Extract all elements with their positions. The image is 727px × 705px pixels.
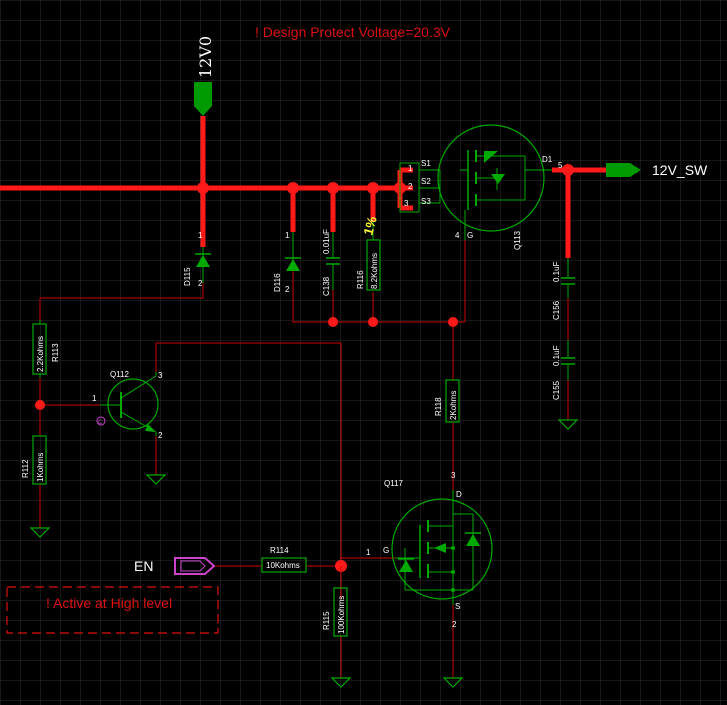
port-12v0[interactable]: 12V0: [194, 36, 215, 124]
q113-pin-s1: S1: [421, 159, 431, 168]
q112-pin-3: 3: [158, 371, 163, 380]
ground-symbol: [145, 474, 167, 485]
active-level-note: ! Active at High level: [46, 595, 172, 611]
d116-ref: D116: [273, 273, 282, 292]
q117-pin-3: 3: [451, 471, 456, 480]
q112-ref: Q112: [110, 370, 130, 379]
r118-value: 2Kohms: [449, 391, 458, 420]
q113-pin-g: G: [467, 231, 473, 240]
q117-ref: Q117: [384, 479, 404, 488]
q113-pin-s2: S2: [421, 177, 431, 186]
resistor-r113[interactable]: 2.2Kohms R113: [32, 320, 60, 378]
r116-value: 8.2Kohms: [370, 253, 379, 289]
q113-pin-d1: D1: [542, 155, 553, 164]
ground-symbol: [557, 419, 579, 430]
q117-pin-s: S: [455, 602, 460, 611]
q112-pin-1: 1: [92, 394, 97, 403]
q112-marker: C: [98, 420, 103, 426]
q112-pin-2: 2: [158, 431, 163, 440]
mosfet-q117[interactable]: Q117 3 D G 1 S 2: [366, 471, 493, 629]
d115-pin1: 1: [198, 231, 203, 240]
resistor-r114[interactable]: 10Kohms R114: [261, 546, 307, 573]
r114-ref: R114: [270, 546, 289, 555]
q113-ref: Q113: [513, 230, 522, 250]
port-en[interactable]: EN: [134, 557, 216, 575]
c155-ref: C155: [552, 380, 561, 400]
r115-value: 100Kohms: [337, 596, 346, 634]
c156-value: 0.1uF: [552, 261, 561, 282]
r113-value: 2.2Kohms: [36, 336, 45, 372]
diode-d115[interactable]: 1 2 D115: [183, 231, 211, 288]
c156-ref: C156: [552, 300, 561, 320]
protect-voltage-note: ! Design Protect Voltage=20.3V: [255, 24, 451, 40]
r118-ref: R118: [434, 397, 443, 416]
ground-symbol: [29, 527, 51, 538]
r112-ref: R112: [21, 459, 30, 478]
r116-tolerance: 1%: [360, 214, 379, 236]
q113-pin-s3: S3: [421, 197, 431, 206]
q117-pin-1: 1: [366, 548, 371, 557]
port-12v-sw[interactable]: 12V_SW: [606, 162, 708, 178]
q113-pin-2: 2: [408, 182, 413, 191]
mosfet-q113[interactable]: S1 S2 S3 1 2 3 D1 5 4 G Q113: [399, 124, 563, 250]
c138-value: 0.01uF: [322, 229, 331, 254]
q117-pin-g: G: [383, 546, 389, 555]
c155-value: 0.1uF: [552, 345, 561, 366]
d116-pin2: 2: [285, 285, 290, 294]
transistor-q112[interactable]: C Q112 1 3 2: [92, 370, 163, 440]
r114-value: 10Kohms: [266, 561, 300, 570]
q113-pin-5: 5: [558, 161, 563, 170]
d116-pin1: 1: [285, 231, 290, 240]
ground-symbol: [442, 677, 464, 688]
q117-pin-2: 2: [452, 620, 457, 629]
r115-ref: R115: [322, 611, 331, 630]
q117-pin-d: D: [456, 490, 462, 499]
capacitor-c155[interactable]: 0.1uF C155: [552, 340, 575, 400]
resistor-r112[interactable]: 1Kohms R112: [21, 435, 47, 485]
port-12v-sw-label: 12V_SW: [652, 162, 708, 178]
c138-ref: C138: [322, 276, 331, 296]
r116-ref: R116: [356, 270, 365, 289]
resistor-r118[interactable]: 2Kohms R118: [434, 379, 460, 423]
resistor-r115[interactable]: 100Kohms R115: [322, 566, 348, 637]
capacitor-c156[interactable]: 0.1uF C156: [552, 258, 575, 320]
q113-pin-1: 1: [408, 164, 413, 173]
capacitor-c138[interactable]: 0.01uF C138: [322, 229, 340, 296]
d115-pin2: 2: [198, 279, 203, 288]
r113-ref: R113: [51, 343, 60, 362]
diode-d116[interactable]: 1 2 D116: [273, 231, 301, 294]
r112-value: 1Kohms: [36, 453, 45, 482]
d115-ref: D115: [183, 267, 192, 286]
q113-pin-3: 3: [404, 199, 409, 208]
ground-symbol: [330, 677, 352, 688]
q113-pin-4: 4: [455, 231, 460, 240]
port-en-label: EN: [134, 558, 153, 574]
signal-wires[interactable]: [39, 240, 569, 678]
active-level-note-box: ! Active at High level: [6, 586, 219, 634]
resistor-r116[interactable]: 8.2Kohms R116 1%: [356, 214, 381, 291]
port-12v0-label: 12V0: [196, 36, 215, 78]
